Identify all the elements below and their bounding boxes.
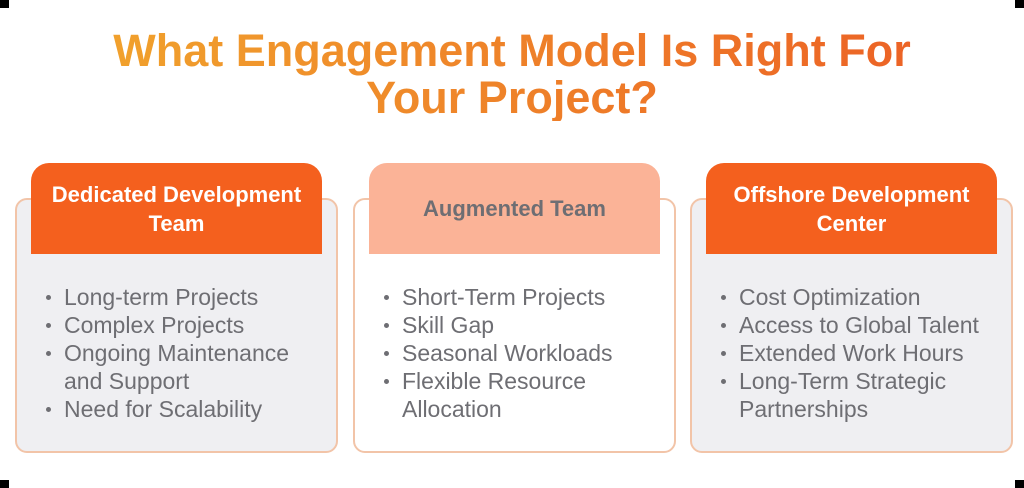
bullet-list: Long-term Projects Complex Projects Ongo…: [46, 283, 319, 423]
card-header: Offshore Development Center: [706, 163, 997, 254]
card-dedicated-development-team: Dedicated Development Team Long-term Pro…: [15, 163, 338, 455]
bullet-item: Skill Gap: [384, 311, 657, 339]
bullet-item: Cost Optimization: [721, 283, 994, 311]
card-augmented-team: Augmented Team Short-Term Projects Skill…: [353, 163, 676, 455]
bullet-list: Cost Optimization Access to Global Talen…: [721, 283, 994, 423]
bullet-item: Ongoing Maintenance and Support: [46, 339, 319, 395]
bullet-item: Short-Term Projects: [384, 283, 657, 311]
bullet-item: Extended Work Hours: [721, 339, 994, 367]
page-title-line-1: What Engagement Model Is Right For: [113, 25, 911, 76]
card-header: Dedicated Development Team: [31, 163, 322, 254]
card-header: Augmented Team: [369, 163, 660, 254]
bullet-item: Long-Term Strategic Partnerships: [721, 367, 994, 423]
corner-mark-bottom-right: [1015, 480, 1024, 488]
bullet-item: Flexible Resource Allocation: [384, 367, 657, 423]
bullet-item: Access to Global Talent: [721, 311, 994, 339]
corner-mark-top-right: [1015, 0, 1024, 8]
bullet-item: Need for Scalability: [46, 395, 319, 423]
bullet-item: Complex Projects: [46, 311, 319, 339]
bullet-item: Long-term Projects: [46, 283, 319, 311]
card-title: Augmented Team: [423, 196, 606, 221]
card-title: Dedicated Development Team: [51, 181, 302, 236]
bullet-list: Short-Term Projects Skill Gap Seasonal W…: [384, 283, 657, 423]
page-title: What Engagement Model Is Right For Your …: [0, 27, 1024, 121]
card-title: Offshore Development Center: [733, 181, 970, 236]
page-title-line-2: Your Project?: [366, 72, 658, 123]
bullet-item: Seasonal Workloads: [384, 339, 657, 367]
corner-mark-top-left: [0, 0, 9, 8]
corner-mark-bottom-left: [0, 480, 9, 488]
card-offshore-development-center: Offshore Development Center Cost Optimiz…: [690, 163, 1013, 455]
